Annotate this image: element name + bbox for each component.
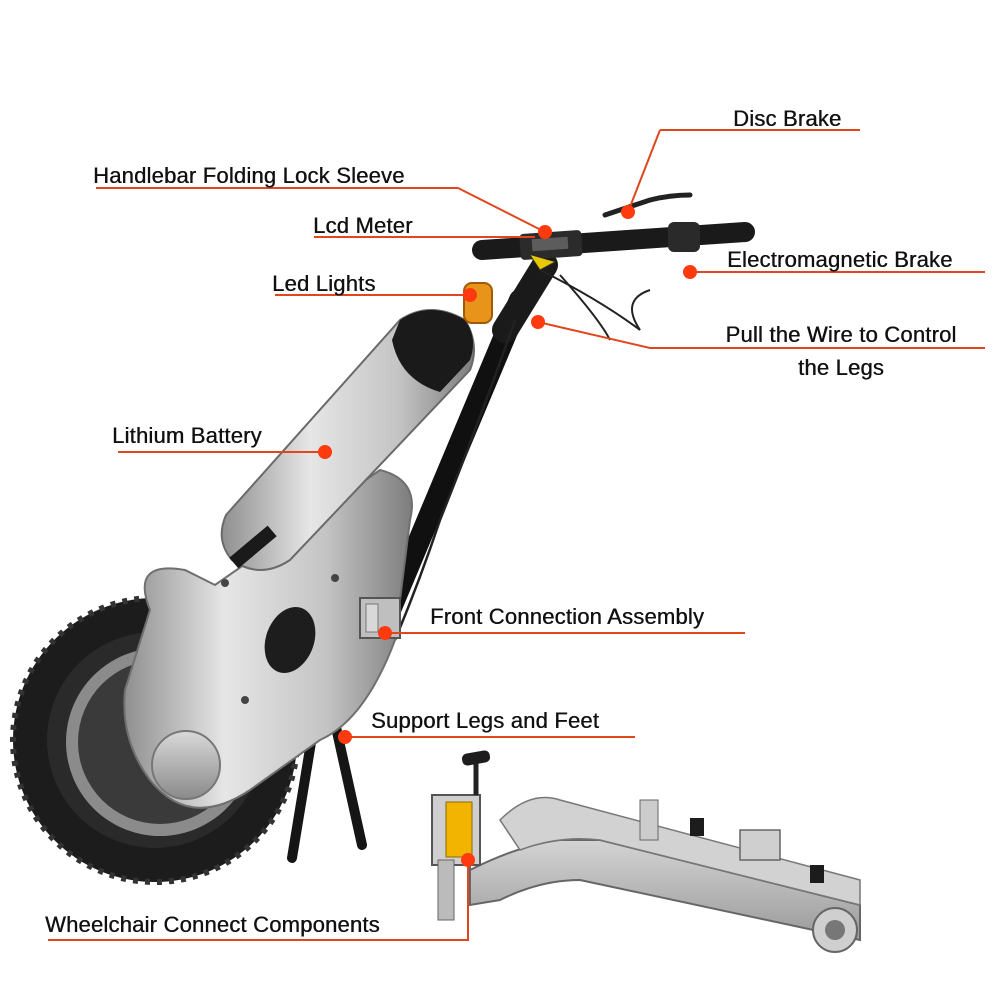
label-lcd-meter: Lcd Meter	[313, 213, 413, 238]
wheelchair-clamp	[431, 750, 861, 953]
label-pull-wire-line2: the Legs	[797, 355, 884, 380]
label-disc-brake: Disc Brake	[733, 106, 842, 131]
label-led-lights: Led Lights	[272, 271, 376, 296]
battery-tube	[220, 309, 475, 571]
front-connection-block	[359, 597, 401, 639]
label-wheelchair-connect: Wheelchair Connect Components	[45, 912, 380, 937]
label-support-legs: Support Legs and Feet	[371, 708, 600, 733]
handlebar	[472, 192, 755, 341]
leader-lines	[48, 129, 985, 941]
label-pull-wire: Pull the Wire to Control the Legs	[706, 324, 976, 379]
label-pull-wire-line1: Pull the Wire to Control	[725, 322, 957, 347]
label-front-connection: Front Connection Assembly	[430, 604, 705, 629]
steering-column	[379, 252, 558, 641]
leader-dots	[318, 205, 697, 867]
motor-housing	[123, 468, 413, 809]
label-handlebar-lock: Handlebar Folding Lock Sleeve	[93, 163, 405, 188]
label-electromagnetic-brake: Electromagnetic Brake	[727, 247, 953, 272]
label-lithium-battery: Lithium Battery	[112, 423, 262, 448]
